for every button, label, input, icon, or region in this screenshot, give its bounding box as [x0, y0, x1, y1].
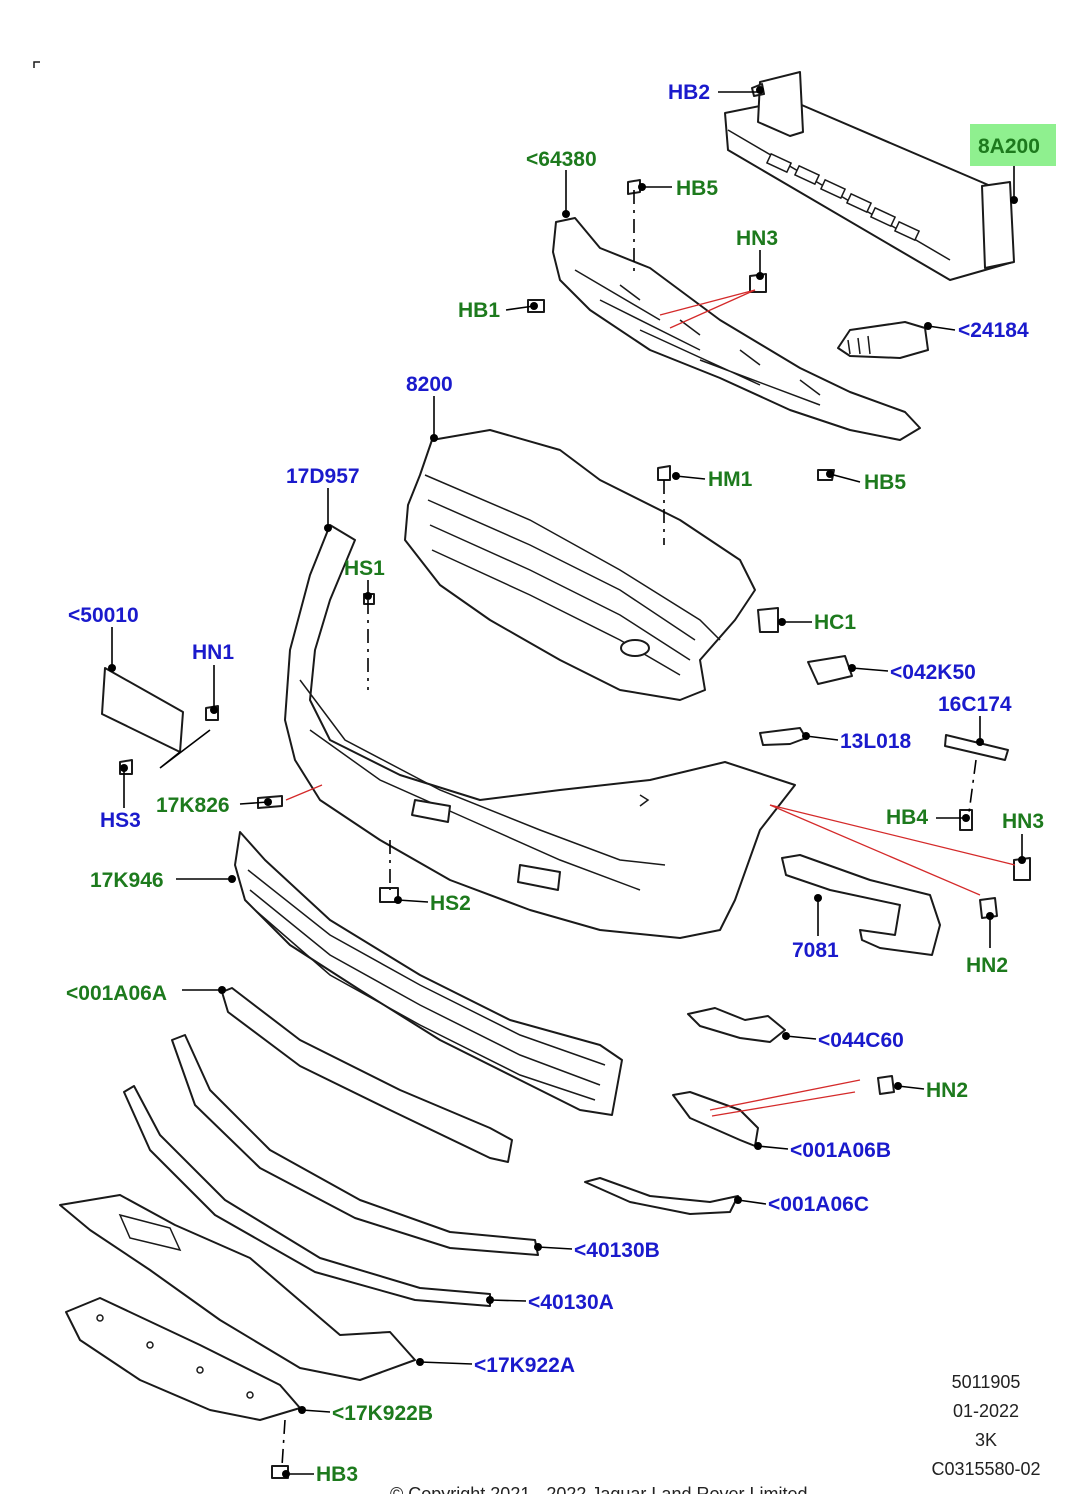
part-50010-license-plate-bracket[interactable] — [101, 667, 184, 753]
label-17k922a[interactable]: <17K922A — [474, 1354, 575, 1377]
label-hb5-mid[interactable]: HB5 — [864, 471, 906, 494]
label-001a06c[interactable]: <001A06C — [768, 1193, 869, 1216]
label-64380[interactable]: <64380 — [526, 148, 597, 171]
label-hn3-top[interactable]: HN3 — [736, 227, 778, 250]
part-17d957-bumper-cover[interactable] — [284, 524, 796, 939]
label-17k946[interactable]: 17K946 — [90, 869, 164, 892]
part-8a200-bumper-beam[interactable] — [724, 71, 1015, 281]
label-hs2[interactable]: HS2 — [430, 892, 471, 915]
part-7081-bracket[interactable] — [781, 854, 941, 956]
label-hn3-right[interactable]: HN3 — [1002, 810, 1044, 833]
part-8200-radiator-grille[interactable] — [404, 429, 756, 701]
label-hm1[interactable]: HM1 — [708, 468, 753, 491]
part-64380-energy-absorber[interactable] — [552, 217, 921, 441]
drawing-info: 5011905 01-2022 3K C0315580-02 © Copyrig… — [390, 1372, 1041, 1494]
drawing-code: 3K — [975, 1430, 997, 1450]
label-16c174[interactable]: 16C174 — [938, 693, 1012, 716]
part-042k50-bracket[interactable] — [807, 655, 853, 685]
label-8200[interactable]: 8200 — [406, 373, 453, 396]
label-17k826[interactable]: 17K826 — [156, 794, 230, 817]
part-40130b-trim-strip[interactable] — [171, 1034, 539, 1256]
label-7081[interactable]: 7081 — [792, 939, 839, 962]
label-hn1[interactable]: HN1 — [192, 641, 234, 664]
callout-lines — [285, 289, 1016, 1117]
part-24184-bracket[interactable] — [837, 321, 929, 359]
label-24184[interactable]: <24184 — [958, 319, 1029, 342]
part-044c60-bracket[interactable] — [687, 1007, 786, 1043]
part-001a06b-bracket[interactable] — [672, 1091, 759, 1147]
label-001a06b[interactable]: <001A06B — [790, 1139, 891, 1162]
label-044c60[interactable]: <044C60 — [818, 1029, 904, 1052]
part-001a06c-moulding[interactable] — [584, 1177, 739, 1215]
label-hs1[interactable]: HS1 — [344, 557, 385, 580]
part-17k922a-splash-shield[interactable] — [59, 1194, 416, 1381]
label-001a06a[interactable]: <001A06A — [66, 982, 167, 1005]
label-hs3[interactable]: HS3 — [100, 809, 141, 832]
label-highlight — [970, 124, 1056, 166]
part-17k922b-under-tray[interactable] — [65, 1297, 301, 1421]
drawing-ref: 5011905 — [952, 1372, 1021, 1392]
label-hb1[interactable]: HB1 — [458, 299, 500, 322]
leader-lines — [108, 86, 1026, 1478]
label-40130b[interactable]: <40130B — [574, 1239, 660, 1262]
label-hc1[interactable]: HC1 — [814, 611, 856, 634]
label-17d957[interactable]: 17D957 — [286, 465, 360, 488]
drawing-date: 01-2022 — [953, 1401, 1019, 1421]
label-50010[interactable]: <50010 — [68, 604, 139, 627]
illustration-id: C0315580-02 — [931, 1459, 1040, 1479]
label-042k50[interactable]: <042K50 — [890, 661, 976, 684]
label-8a200[interactable]: 8A200 — [978, 135, 1040, 158]
crop-mark — [33, 61, 40, 68]
part-13l018-cover[interactable] — [759, 727, 807, 746]
part-16c174-bracket[interactable] — [944, 734, 1009, 761]
label-hb5-top[interactable]: HB5 — [676, 177, 718, 200]
assembly-lines — [281, 190, 977, 1467]
part-labels: HB2 8A200 <64380 HB5 HN3 HB1 <24184 8200… — [66, 81, 1044, 1486]
part-17k946-lower-grille[interactable] — [234, 831, 623, 1116]
label-hn2-right[interactable]: HN2 — [966, 954, 1008, 977]
label-17k922b[interactable]: <17K922B — [332, 1402, 433, 1425]
fasteners — [119, 83, 1031, 1479]
part-40130a-trim-strip[interactable] — [123, 1085, 491, 1307]
label-hn2-lower[interactable]: HN2 — [926, 1079, 968, 1102]
label-hb4[interactable]: HB4 — [886, 806, 928, 829]
copyright: © Copyright 2021 - 2022 Jaguar Land Rove… — [390, 1484, 808, 1494]
label-hb3[interactable]: HB3 — [316, 1463, 358, 1486]
label-40130a[interactable]: <40130A — [528, 1291, 614, 1314]
part-001a06a-moulding[interactable] — [221, 987, 513, 1163]
label-13l018[interactable]: 13L018 — [840, 730, 912, 753]
label-hb2[interactable]: HB2 — [668, 81, 710, 104]
